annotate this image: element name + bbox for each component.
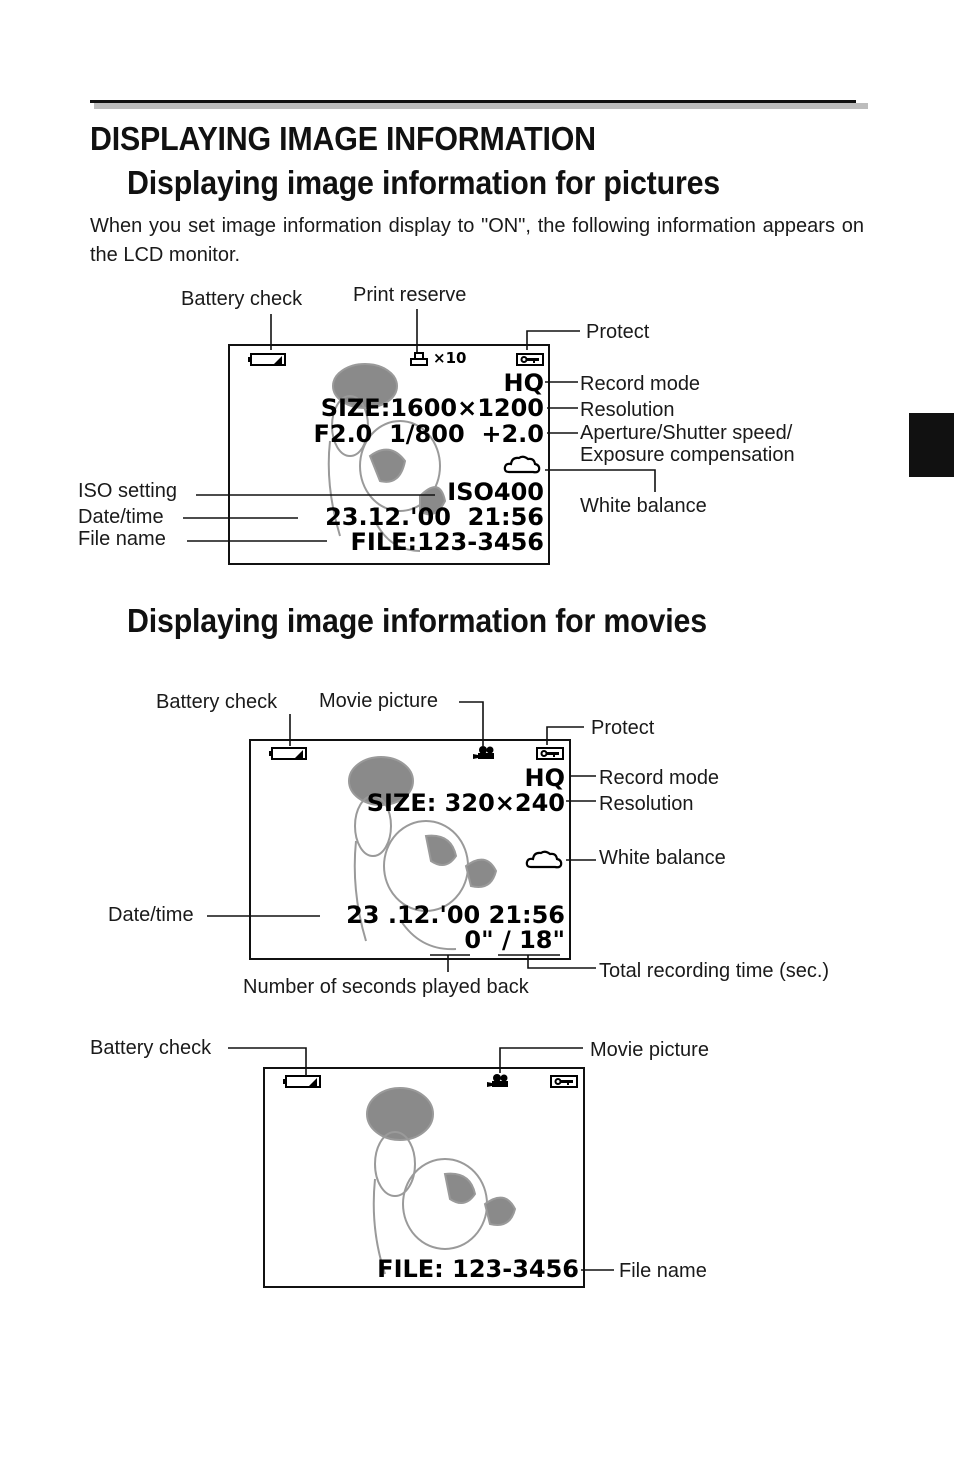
label-exposure-compensation: Exposure compensation — [580, 444, 795, 466]
file-name-value: FILE:123-3456 — [350, 528, 544, 556]
dog-photo — [348, 756, 498, 951]
movie-camera-icon — [473, 746, 494, 759]
label-iso-setting: ISO setting — [78, 480, 177, 502]
top-rule — [90, 100, 856, 103]
label-battery-check: Battery check — [156, 691, 278, 713]
label-aperture: Aperture/Shutter speed/ — [580, 422, 793, 444]
label-movie-picture: Movie picture — [319, 690, 438, 712]
label-total-recording-time: Total recording time (sec.) — [599, 960, 830, 982]
battery-icon — [269, 747, 307, 760]
datetime-value: 23 .12.'00 21:56 — [346, 901, 565, 929]
page-title: DISPLAYING IMAGE INFORMATION — [90, 120, 596, 157]
dog-photo — [327, 363, 447, 552]
label-seconds-played: Number of seconds played back — [243, 976, 529, 998]
lcd-screen-movie-file: FILE: 123-3456 — [263, 1067, 585, 1288]
cloud-white-balance-icon — [525, 850, 563, 869]
iso-value: ISO400 — [447, 478, 544, 506]
resolution-value: SIZE: 320×240 — [366, 789, 565, 817]
label-resolution: Resolution — [580, 399, 675, 421]
movie-camera-icon — [487, 1074, 508, 1087]
print-count: ×10 — [433, 349, 467, 367]
section-title-movies: Displaying image information for movies — [127, 602, 707, 639]
label-print-reserve: Print reserve — [353, 284, 467, 306]
record-mode-value: HQ — [524, 764, 566, 792]
label-protect: Protect — [586, 321, 650, 343]
protect-key-icon — [550, 1075, 578, 1088]
print-icon — [410, 352, 428, 366]
protect-key-icon — [536, 747, 564, 760]
lcd-screen-movie: HQ SIZE: 320×240 23 .12.'00 21:56 0" / 1… — [249, 739, 571, 960]
label-file-name: File name — [78, 528, 166, 550]
section-title-pictures: Displaying image information for picture… — [127, 164, 721, 201]
label-protect: Protect — [591, 717, 655, 739]
intro-paragraph: When you set image information display t… — [90, 215, 864, 266]
playback-time-value: 0" / 18" — [464, 926, 565, 954]
resolution-value: SIZE:1600×1200 — [320, 394, 544, 422]
label-date-time: Date/time — [78, 506, 164, 528]
label-file-name: File name — [619, 1260, 707, 1282]
label-white-balance: White balance — [599, 847, 726, 869]
lcd-screen-picture: ×10 HQ SIZE:1600×1200 F2.0 1/800 +2.0 IS… — [228, 344, 550, 565]
label-date-time: Date/time — [108, 904, 194, 926]
file-name-value: FILE: 123-3456 — [377, 1255, 579, 1283]
dog-photo — [366, 1087, 517, 1275]
label-battery-check: Battery check — [90, 1037, 212, 1059]
protect-key-icon — [516, 353, 544, 366]
battery-icon — [248, 353, 286, 366]
chapter-tab — [909, 413, 954, 477]
label-resolution: Resolution — [599, 793, 694, 815]
label-record-mode: Record mode — [599, 767, 720, 789]
label-white-balance: White balance — [580, 495, 707, 517]
battery-icon — [283, 1075, 321, 1088]
label-battery-check: Battery check — [181, 288, 303, 310]
label-record-mode: Record mode — [580, 373, 701, 395]
cloud-white-balance-icon — [503, 455, 541, 474]
top-rule-shadow — [94, 103, 868, 109]
exposure-value: F2.0 1/800 +2.0 — [313, 420, 544, 448]
record-mode-value: HQ — [503, 369, 545, 397]
label-movie-picture: Movie picture — [590, 1039, 709, 1061]
datetime-value: 23.12.'00 21:56 — [325, 503, 544, 531]
